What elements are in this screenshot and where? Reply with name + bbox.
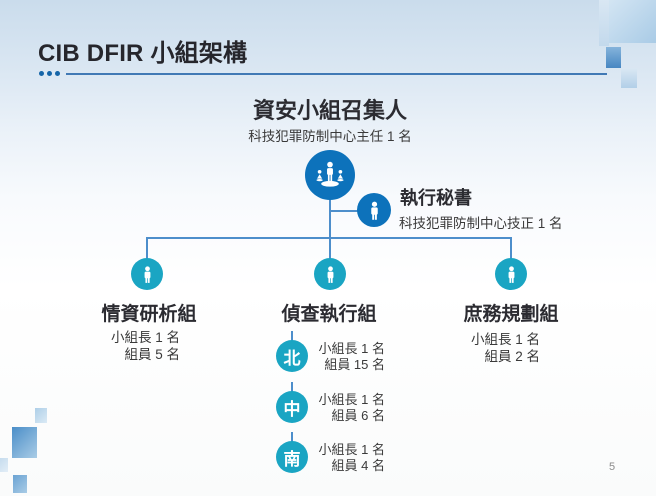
detail-line: 小組長 1 名 — [318, 442, 385, 457]
deco-bottom-left-square-2 — [12, 427, 37, 458]
detail-line: 組員 2 名 — [484, 349, 540, 364]
connector-horizontal — [146, 237, 512, 239]
title-dots — [39, 71, 60, 76]
secretary-title: 執行秘書 — [400, 188, 472, 208]
detail-line: 小組長 1 名 — [318, 341, 385, 356]
connector-right-drop — [510, 239, 512, 259]
person-icon — [364, 200, 385, 221]
secretary-subtitle: 科技犯罪防制中心技正 1 名 — [399, 216, 563, 231]
root-title: 資安小組召集人 — [252, 98, 407, 123]
region-badge-central: 中 — [276, 391, 308, 423]
group-title-intel: 情資研析組 — [101, 304, 197, 325]
region-details-south: 小組長 1 名 組員 4 名 — [280, 442, 385, 474]
connector-root-vertical — [329, 199, 331, 238]
detail-line: 小組長 1 名 — [318, 392, 385, 407]
person-icon — [321, 265, 340, 284]
person-icon — [138, 265, 157, 284]
deco-top-right-small-square — [621, 68, 637, 88]
deco-bottom-left-square-1 — [35, 408, 47, 423]
root-subtitle: 科技犯罪防制中心主任 1 名 — [248, 129, 412, 144]
connector-tick-south — [291, 432, 293, 442]
connector-secretary-stub — [331, 210, 358, 212]
deco-bottom-left-square-4 — [13, 475, 27, 493]
connector-left-drop — [146, 239, 148, 259]
deco-bottom-left-square-3 — [0, 458, 8, 472]
title-underline — [66, 73, 607, 75]
region-badge-south: 南 — [276, 441, 308, 473]
region-badge-north: 北 — [276, 340, 308, 372]
detail-line: 組員 15 名 — [324, 357, 385, 372]
detail-line: 組員 6 名 — [331, 408, 385, 423]
region-details-central: 小組長 1 名 組員 6 名 — [280, 392, 385, 424]
root-node-circle — [305, 150, 355, 200]
group-details-intel: 小組長 1 名 組員 5 名 — [80, 329, 180, 363]
connector-mid-drop — [329, 239, 331, 259]
detail-line: 組員 4 名 — [331, 458, 385, 473]
team-leader-icon — [310, 155, 350, 195]
group-node-circle-investigation — [314, 258, 346, 290]
region-details-north: 小組長 1 名 組員 15 名 — [280, 341, 385, 373]
group-details-planning: 小組長 1 名 組員 2 名 — [440, 331, 540, 365]
detail-line: 小組長 1 名 — [470, 332, 540, 347]
secretary-node-circle — [357, 193, 391, 227]
deco-top-right-big-square — [609, 0, 656, 43]
group-title-investigation: 偵查執行組 — [281, 304, 377, 325]
connector-tick-north — [291, 331, 293, 341]
deco-top-right-mid-square — [606, 47, 621, 68]
slide-title: CIB DFIR 小組架構 — [38, 40, 248, 67]
group-node-circle-intel — [131, 258, 163, 290]
group-node-circle-planning — [495, 258, 527, 290]
person-icon — [502, 265, 521, 284]
detail-line: 組員 5 名 — [124, 347, 180, 362]
group-title-planning: 庶務規劃組 — [463, 304, 559, 325]
deco-top-right-bar — [599, 0, 609, 46]
page-number: 5 — [608, 461, 616, 473]
detail-line: 小組長 1 名 — [110, 330, 180, 345]
connector-tick-central — [291, 382, 293, 392]
